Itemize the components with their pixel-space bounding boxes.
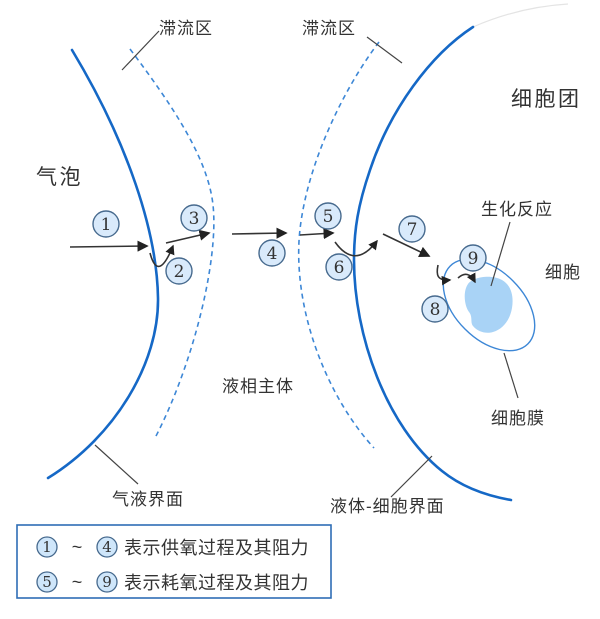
label-stagnant-zone-left: 滞流区 <box>159 19 213 38</box>
label-gas-liquid-interface: 气液界面 <box>112 490 184 509</box>
marker-9: 9 <box>459 244 487 272</box>
legend: 1 ~ 4 表示供氧过程及其阻力 5 ~ 9 表示耗氧过程及其阻力 <box>16 524 332 599</box>
marker-2-label: 2 <box>174 262 185 282</box>
label-liquid-bulk: 液相主体 <box>222 377 294 396</box>
pointer-stagnant-right <box>366 36 403 64</box>
label-cell-cluster: 细胞团 <box>511 88 582 111</box>
legend-row1-to-label: 4 <box>102 538 112 556</box>
marker-3-label: 3 <box>189 209 200 229</box>
legend-row1-from-label: 1 <box>42 538 52 556</box>
legend-box <box>16 524 332 599</box>
marker-6-label: 6 <box>334 258 345 278</box>
legend-row2-tilde: ~ <box>72 572 83 592</box>
legend-row2-to-circle <box>96 571 118 593</box>
arrow-step-1 <box>69 240 149 252</box>
pointer-gas-liquid-interface <box>94 444 139 485</box>
gas-liquid-interface-curve <box>46 48 160 480</box>
marker-5: 5 <box>314 202 342 230</box>
marker-7-circle <box>398 215 426 243</box>
label-liquid-cell-interface: 液体-细胞界面 <box>330 497 445 516</box>
pointer-stagnant-left <box>121 30 160 71</box>
marker-1: 1 <box>92 210 120 238</box>
legend-row2-text: 表示耗氧过程及其阻力 <box>124 573 309 593</box>
legend-row2-to-label: 9 <box>102 573 112 591</box>
arrow-step-5 <box>299 227 335 240</box>
legend-row-supply: 1 ~ 4 表示供氧过程及其阻力 <box>36 536 309 558</box>
marker-8-circle <box>421 295 449 323</box>
label-stagnant-zone-right: 滞流区 <box>302 19 356 38</box>
marker-8-label: 8 <box>430 300 441 320</box>
arrow-step-2 <box>149 244 175 268</box>
marker-9-label: 9 <box>468 249 479 269</box>
biochemical-reaction-blob <box>464 276 513 333</box>
legend-row1-tilde: ~ <box>72 537 83 557</box>
label-gas-bubble: 气泡 <box>36 166 83 189</box>
marker-6: 6 <box>325 253 353 281</box>
liquid-cell-interface-curve <box>352 25 513 502</box>
marker-1-label: 1 <box>101 215 112 235</box>
marker-4: 4 <box>258 239 286 267</box>
legend-row-consumption: 5 ~ 9 表示耗氧过程及其阻力 <box>36 571 309 593</box>
marker-1-circle <box>92 210 120 238</box>
stagnant-zone-left-boundary <box>129 48 215 439</box>
legend-row2-from-circle <box>36 571 58 593</box>
marker-3-circle <box>180 204 208 232</box>
legend-row1-from-circle <box>36 536 58 558</box>
legend-row1-text: 表示供氧过程及其阻力 <box>124 538 309 558</box>
label-cell-membrane: 细胞膜 <box>491 409 545 428</box>
stagnant-zone-right-boundary <box>297 41 380 449</box>
pointer-liquid-cell-interface <box>390 455 433 498</box>
legend-row1-to-circle <box>96 536 118 558</box>
legend-row2-from-label: 5 <box>42 573 52 591</box>
label-biochemical-reaction: 生化反应 <box>481 200 553 219</box>
marker-9-circle <box>459 244 487 272</box>
arrow-step-7 <box>382 233 431 257</box>
marker-6-circle <box>325 253 353 281</box>
marker-2-circle <box>165 257 193 285</box>
pointer-biochemical-reaction <box>490 221 511 287</box>
marker-4-circle <box>258 239 286 267</box>
arrow-step-8-hook <box>436 264 452 286</box>
label-cell: 细胞 <box>545 263 581 282</box>
marker-4-label: 4 <box>267 244 278 264</box>
arrow-step-6 <box>334 239 378 257</box>
cell-cluster-curve-faint-continuation <box>472 3 569 28</box>
marker-3: 3 <box>180 204 208 232</box>
marker-5-label: 5 <box>323 207 334 227</box>
marker-2: 2 <box>165 257 193 285</box>
arrow-step-3 <box>165 229 211 244</box>
arrow-step-4 <box>231 227 288 239</box>
marker-5-circle <box>314 202 342 230</box>
marker-7-label: 7 <box>407 220 418 240</box>
pointer-cell-membrane <box>503 352 519 399</box>
arrow-step-9 <box>457 272 476 284</box>
marker-8: 8 <box>421 295 449 323</box>
marker-7: 7 <box>398 215 426 243</box>
